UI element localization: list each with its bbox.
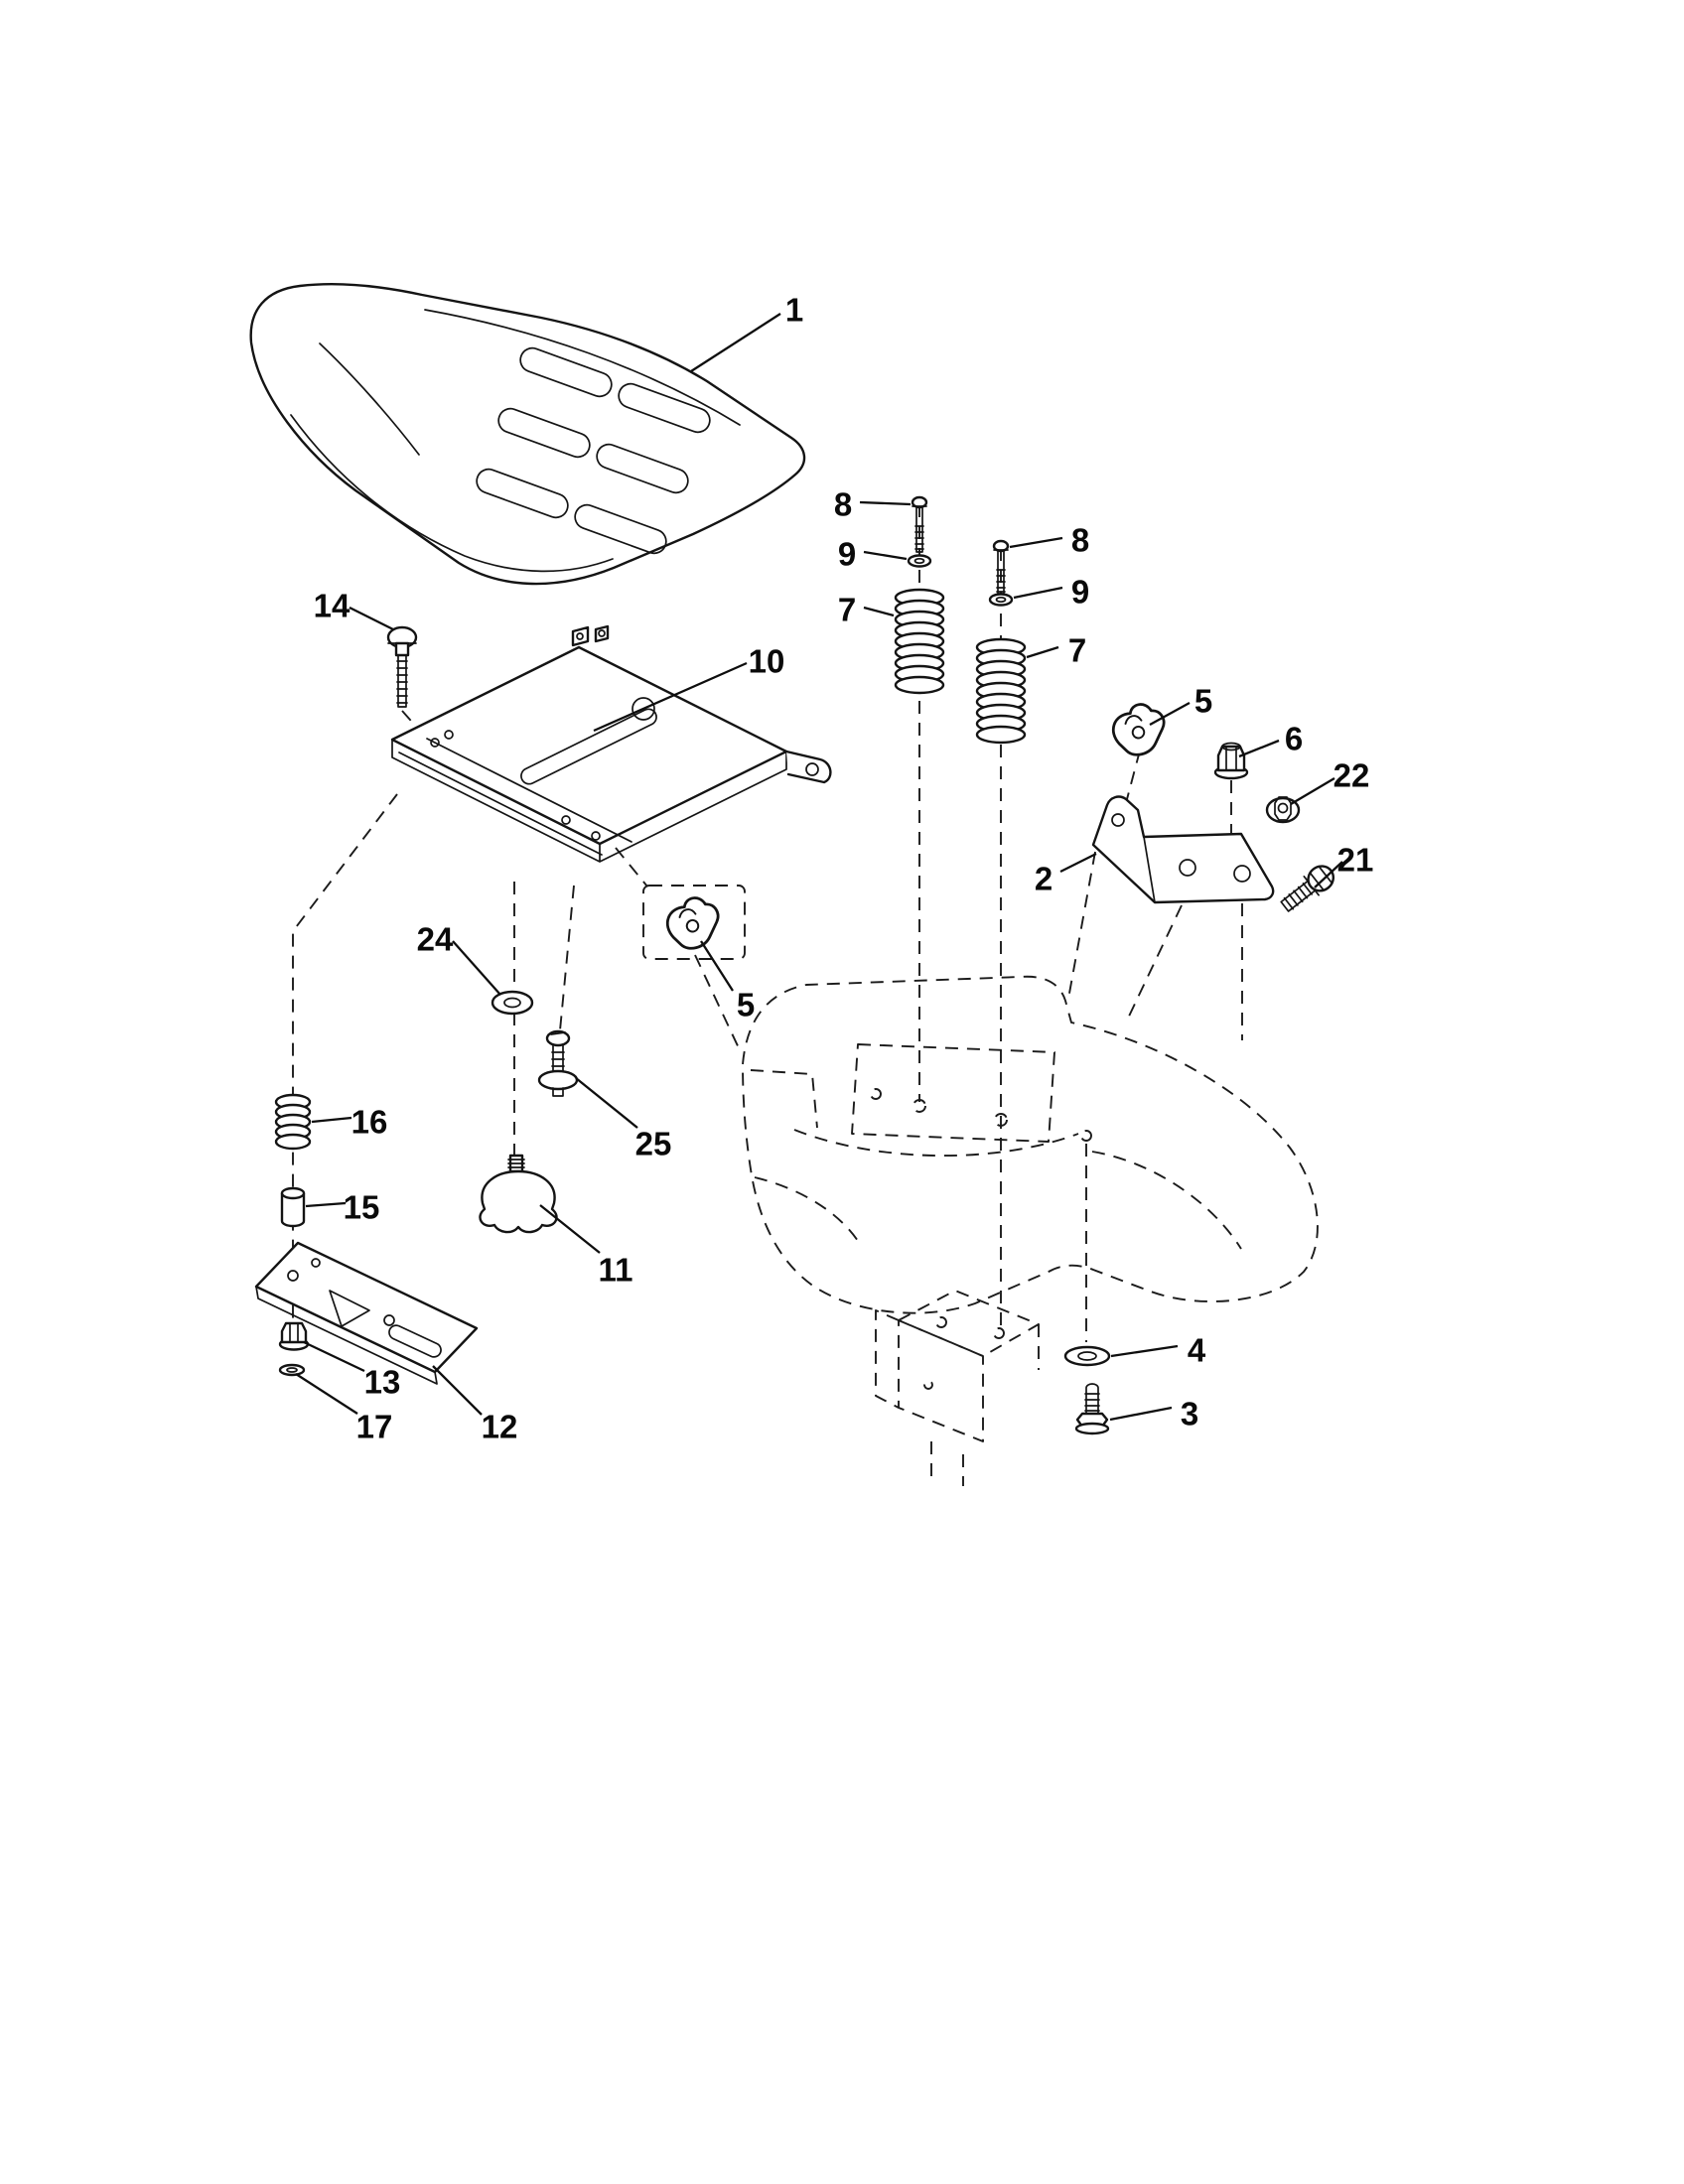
- callout-24: 24: [417, 921, 454, 958]
- leader-lines: [295, 313, 1343, 1422]
- callout-labels: 1 14 10 8 9 7 8 9 7 5 6 22 21 2 5 24 25 …: [314, 292, 1374, 1445]
- callout-10: 10: [749, 643, 785, 680]
- seat-vent-slots: [476, 346, 711, 555]
- callout-12: 12: [482, 1409, 518, 1445]
- callout-22: 22: [1333, 757, 1370, 794]
- callout-5-left: 5: [737, 987, 755, 1024]
- seat-pan-side-tab: [784, 750, 832, 784]
- callout-7-right: 7: [1068, 632, 1086, 669]
- seat-pan-hinge-tabs: [571, 624, 610, 647]
- knob-11: [479, 1154, 558, 1234]
- washer-17: [278, 1363, 306, 1377]
- seat-bracket-2: [1091, 795, 1275, 904]
- callout-4: 4: [1188, 1332, 1206, 1369]
- callout-15: 15: [344, 1189, 380, 1226]
- carriage-bolt-14: [386, 625, 418, 708]
- washer-24: [491, 990, 534, 1016]
- hex-bolt-21: [1280, 865, 1335, 912]
- hex-bolt-3: [1074, 1383, 1110, 1435]
- callout-17: 17: [356, 1409, 393, 1445]
- seat: [249, 282, 806, 586]
- nut-22: [1265, 796, 1301, 824]
- callout-7-left: 7: [838, 592, 856, 628]
- washer-9-left: [907, 554, 932, 568]
- callout-8-right: 8: [1071, 522, 1089, 559]
- shoulder-screw-25: [537, 1029, 579, 1097]
- callout-25: 25: [635, 1126, 672, 1162]
- callout-3: 3: [1181, 1396, 1198, 1433]
- callout-9-left: 9: [838, 536, 856, 573]
- callout-14: 14: [314, 588, 351, 624]
- washer-9-right: [988, 593, 1014, 607]
- spring-7-right: [975, 637, 1027, 745]
- latch-plate-12: [254, 1241, 479, 1385]
- fender-outline-dashed: [742, 975, 1319, 1314]
- callout-9-right: 9: [1071, 574, 1089, 611]
- spring-16: [274, 1093, 312, 1151]
- callout-5-right: 5: [1194, 683, 1212, 720]
- callout-16: 16: [351, 1104, 388, 1141]
- callout-8-left: 8: [834, 486, 852, 523]
- spring-7-left: [894, 588, 945, 695]
- callout-6: 6: [1285, 721, 1303, 757]
- spacer-15: [280, 1186, 306, 1228]
- callout-1: 1: [785, 292, 803, 329]
- seat-pan: [390, 624, 832, 863]
- washer-4: [1063, 1345, 1111, 1367]
- support-bracket-dashed: [875, 1290, 1040, 1486]
- callout-13: 13: [364, 1364, 401, 1401]
- flange-nut-6: [1213, 742, 1249, 780]
- flange-nut-13: [278, 1321, 310, 1351]
- shoulder-bolt-8-right: [992, 539, 1010, 595]
- callout-11: 11: [599, 1252, 633, 1289]
- shoulder-bolt-8-left: [911, 495, 928, 553]
- retainer-clip-5-left: [659, 889, 728, 956]
- retainer-clip-5-right: [1105, 696, 1174, 762]
- callout-2: 2: [1035, 861, 1052, 897]
- callout-21: 21: [1337, 842, 1374, 879]
